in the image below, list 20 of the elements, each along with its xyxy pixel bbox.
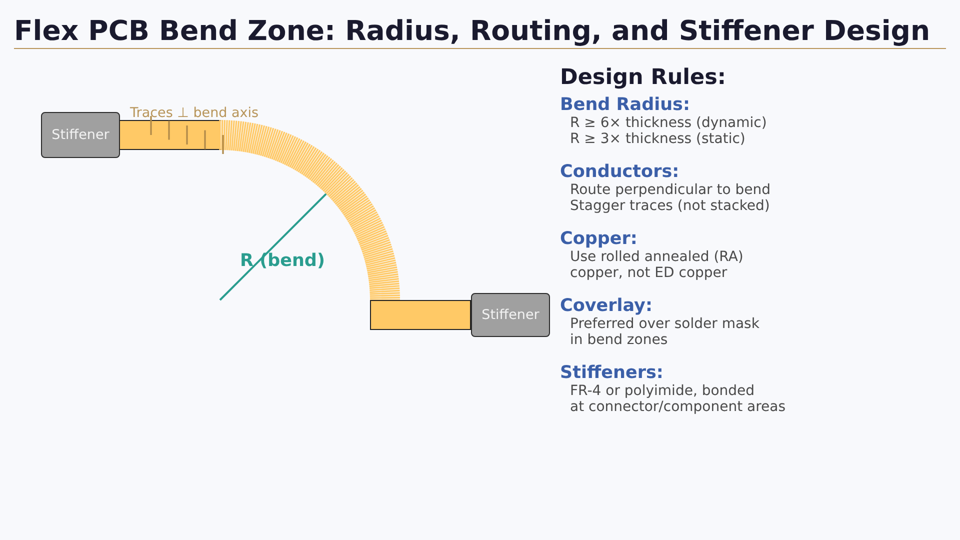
rule-text: Use rolled annealed (RA) copper, not ED copper (570, 249, 744, 281)
rule-text: R ≥ 3× thickness (static) (570, 131, 746, 147)
rule-text: Stagger traces (not stacked) (570, 198, 770, 214)
radius-label: R (bend) (240, 251, 325, 271)
stiffener-label: Stiffener (52, 127, 110, 143)
stiffener-block (471, 293, 550, 337)
trace-annotation: Traces ⊥ bend axis (130, 105, 259, 121)
rule-heading: Copper: (560, 229, 638, 249)
rule-heading: Stiffeners: (560, 363, 664, 383)
rule-heading: Coverlay: (560, 296, 652, 316)
rule-text: R ≥ 6× thickness (dynamic) (570, 115, 767, 131)
panel-heading: Design Rules: (560, 66, 726, 90)
rule-text: FR-4 or polyimide, bonded at connector/component areas (570, 383, 786, 415)
rule-text: Route perpendicular to bend (570, 182, 771, 198)
diagram-title: Flex PCB Bend Zone: Radius, Routing, and Stiffener Design (14, 15, 930, 47)
stiffener-label: Stiffener (482, 307, 540, 323)
rule-text: Preferred over solder mask in bend zones (570, 316, 760, 348)
stiffener-block (41, 112, 120, 158)
rule-heading: Conductors: (560, 162, 680, 182)
rule-heading: Bend Radius: (560, 95, 690, 115)
